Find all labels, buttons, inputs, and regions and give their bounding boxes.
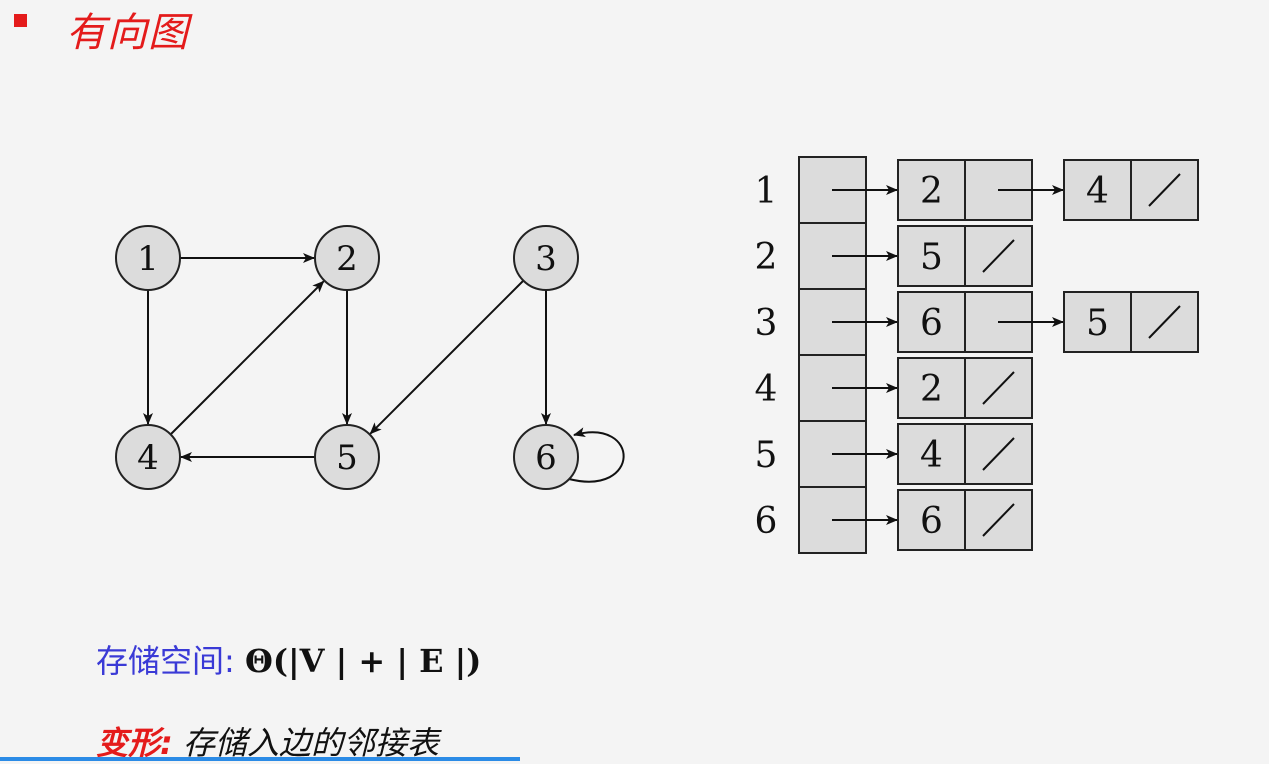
adjacency-vertex-label-3: 3 bbox=[755, 303, 778, 344]
edge-4-2 bbox=[169, 280, 325, 436]
variant-text: 存储入边的邻接表 bbox=[182, 724, 439, 762]
graph-node-label-2: 2 bbox=[336, 239, 358, 279]
variant-line: 变形: 存储入边的邻接表 bbox=[96, 718, 439, 764]
adjacency-vertex-label-6: 6 bbox=[755, 501, 778, 542]
list-node-value-1-4: 4 bbox=[1086, 171, 1109, 212]
adjacency-vertex-label-1: 1 bbox=[755, 171, 778, 212]
null-pointer-slash-icon bbox=[982, 371, 1015, 405]
storage-formula: Θ(|V | + | E |) bbox=[244, 642, 482, 680]
graph-node-6 bbox=[513, 424, 579, 490]
graph-node-4 bbox=[115, 424, 181, 490]
graph-node-2 bbox=[314, 225, 380, 291]
graph-node-label-3: 3 bbox=[535, 239, 557, 279]
adjacency-vertex-label-4: 4 bbox=[755, 369, 778, 410]
graph-node-label-5: 5 bbox=[336, 438, 358, 478]
list-node-value-4-2: 2 bbox=[920, 369, 943, 410]
adjacency-vertex-label-5: 5 bbox=[755, 435, 778, 476]
null-pointer-slash-icon bbox=[1148, 305, 1181, 339]
graph-node-label-1: 1 bbox=[137, 239, 159, 279]
graph-node-label-6: 6 bbox=[535, 438, 557, 478]
null-pointer-slash-icon bbox=[982, 239, 1015, 273]
list-node-value-2-5: 5 bbox=[920, 237, 943, 278]
list-node-value-5-4: 4 bbox=[920, 435, 943, 476]
bullet-square-icon bbox=[14, 14, 27, 27]
graph-node-1 bbox=[115, 225, 181, 291]
directed-graph: 1 2 3 4 5 6 bbox=[115, 225, 625, 490]
list-node-value-3-6: 6 bbox=[920, 303, 943, 344]
adjacency-list: 1 2 4 2 5 3 6 5 4 2 5 4 6 6 bbox=[755, 156, 1199, 554]
edge-3-5 bbox=[369, 279, 525, 435]
storage-space-line: 存储空间: Θ(|V | + | E |) bbox=[96, 636, 481, 682]
adjacency-vertex-label-2: 2 bbox=[755, 237, 778, 278]
list-node-value-1-2: 2 bbox=[920, 171, 943, 212]
null-pointer-slash-icon bbox=[982, 437, 1015, 471]
null-pointer-slash-icon bbox=[982, 503, 1015, 537]
graph-node-5 bbox=[314, 424, 380, 490]
edge-6-6 bbox=[568, 427, 625, 483]
video-progress-bar[interactable] bbox=[0, 757, 521, 761]
null-pointer-slash-icon bbox=[1148, 173, 1181, 207]
list-node-value-3-5: 5 bbox=[1086, 303, 1109, 344]
graph-node-3 bbox=[513, 225, 579, 291]
list-node-value-6-6: 6 bbox=[920, 501, 943, 542]
variant-label: 变形: bbox=[96, 724, 173, 762]
graph-node-label-4: 4 bbox=[137, 438, 159, 478]
storage-label: 存储空间: bbox=[96, 642, 235, 680]
slide-title: 有向图 bbox=[66, 10, 189, 56]
